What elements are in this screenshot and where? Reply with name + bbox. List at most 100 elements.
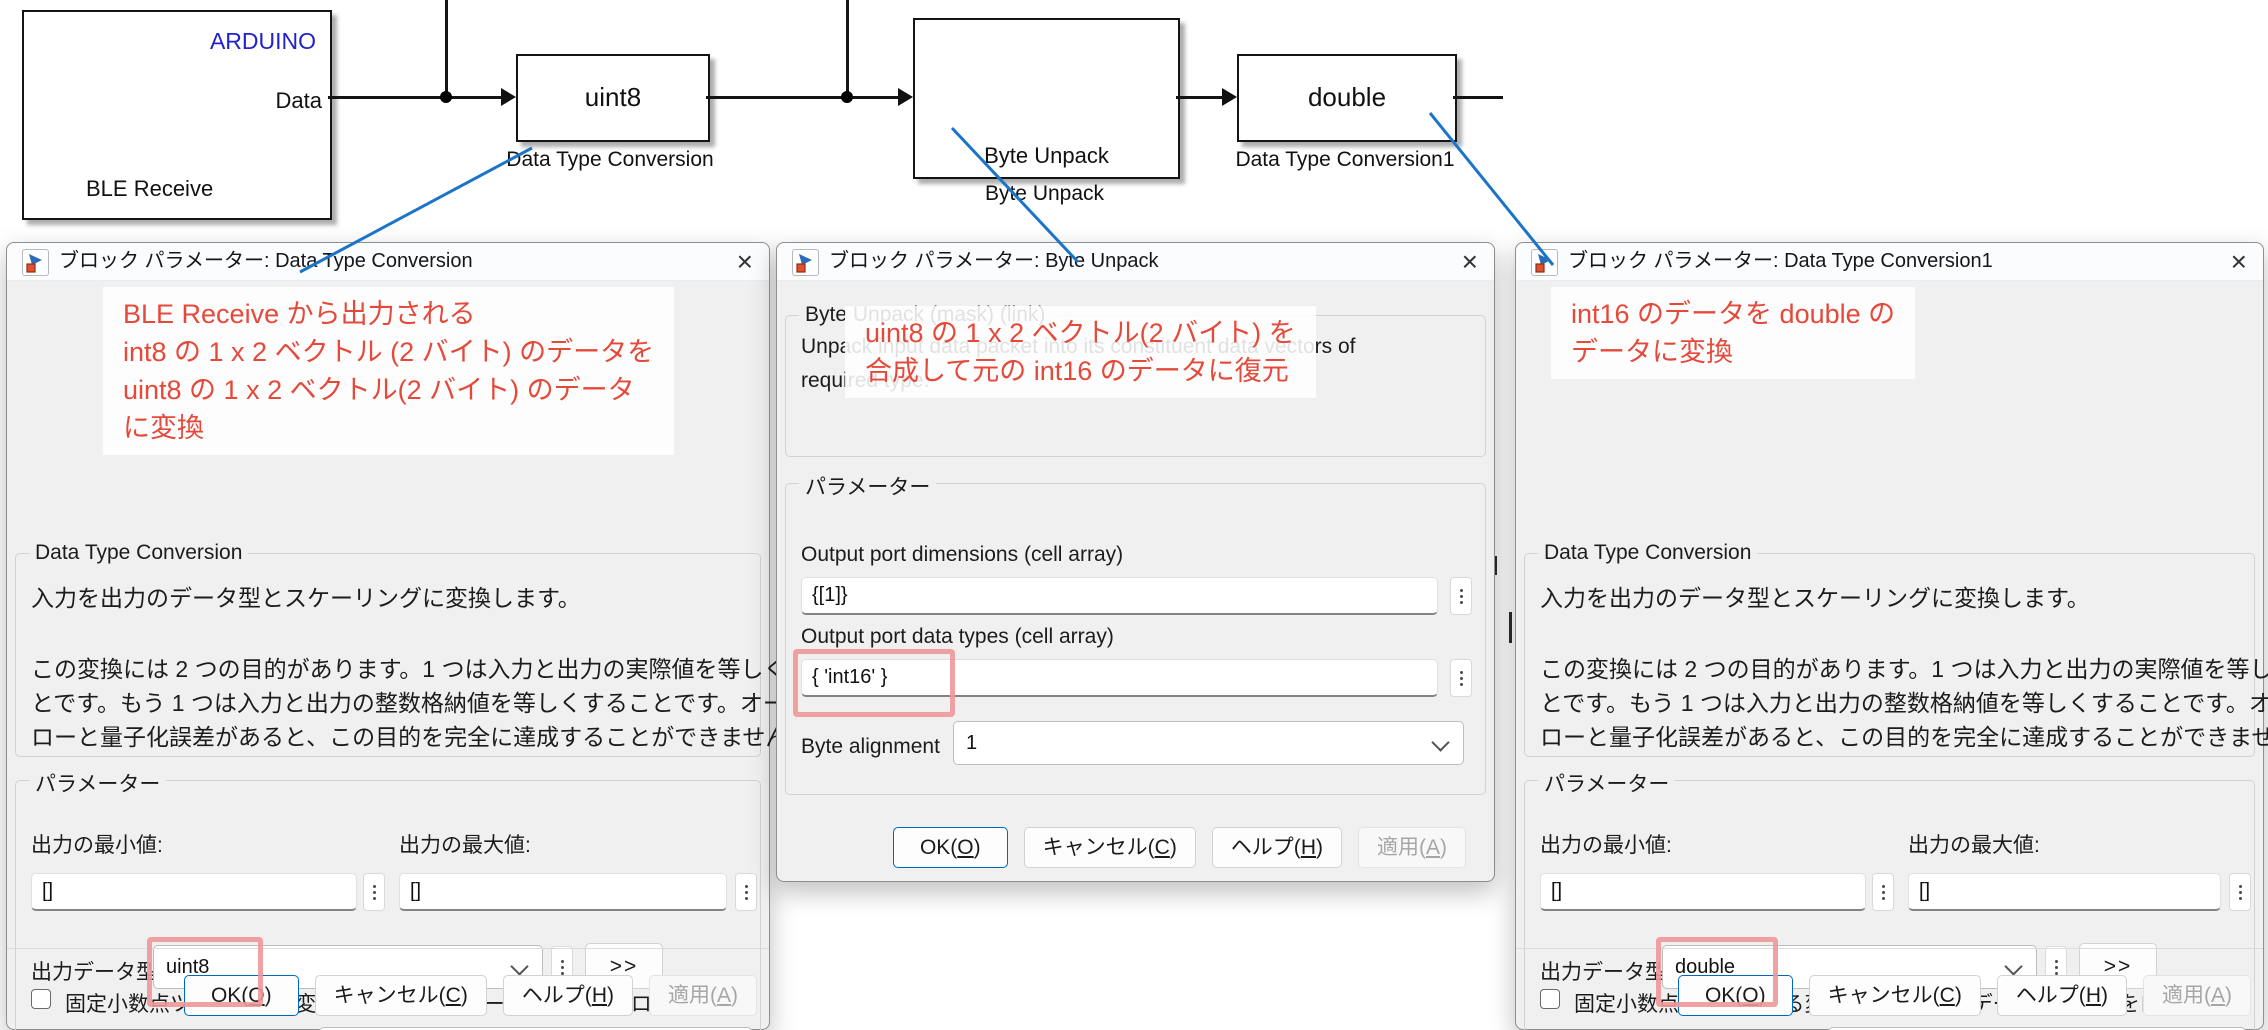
branch-wire-up-1 [445, 0, 448, 97]
intro-text: 入力を出力のデータ型とスケーリングに変換します。 [31, 585, 581, 611]
description-line: この変換には 2 つの目的があります。1 つは入力と出力の実際値を等しくするこ [31, 656, 856, 682]
output-max-input[interactable] [1908, 873, 2221, 911]
wire-junction-dot [440, 91, 452, 103]
ellipsis-button[interactable] [735, 873, 757, 911]
dialog-title: ブロック パラメーター: Byte Unpack [829, 250, 1159, 272]
parameters-group: パラメーター [785, 471, 1486, 795]
output-min-input[interactable] [31, 873, 357, 911]
description-line: この変換には 2 つの目的があります。1 つは入力と出力の実際値を等しくするこ [1540, 656, 2268, 682]
occluded-wire-fragment [1494, 556, 1497, 575]
apply-button[interactable]: 適用(A) [648, 975, 757, 1016]
help-button[interactable]: ヘルプ(H) [502, 975, 633, 1016]
dims-input[interactable] [801, 577, 1438, 615]
section-title: Data Type Conversion [1538, 541, 1758, 565]
output-dtype-label: 出力データ型: [31, 961, 163, 984]
output-min-label: 出力の最小値: [31, 834, 163, 857]
help-button[interactable]: ヘルプ(H) [1211, 827, 1342, 868]
types-highlight-annotation [793, 649, 955, 717]
byte-unpack-label: Byte Unpack [984, 182, 1105, 205]
ble-receive-block[interactable]: ARDUINO Data BLE Receive [22, 10, 332, 220]
parameters-group: パラメーター [1524, 768, 2255, 1030]
wire-junction-dot [841, 91, 853, 103]
parameters-title: パラメーター [29, 768, 167, 798]
arduino-tag: ARDUINO [209, 28, 316, 54]
wire-arrowhead [1222, 88, 1237, 106]
help-button[interactable]: ヘルプ(H) [1996, 975, 2127, 1016]
wire-arrowhead [501, 88, 516, 106]
output-min-label: 出力の最小値: [1540, 834, 1672, 857]
dialog-title: ブロック パラメーター: Data Type Conversion1 [1568, 250, 1993, 272]
annotation-middle: uint8 の 1 x 2 ベクトル(2 バイト) を合成して元の int16 … [845, 306, 1316, 398]
simulink-block-icon [22, 249, 49, 276]
data-type-conversion-block[interactable]: uint8 [516, 54, 710, 142]
ellipsis-button[interactable] [1450, 659, 1472, 697]
ok-button[interactable]: OK(O) [1677, 975, 1793, 1016]
description-line: ローと量子化誤差があると、この目的を完全に達成することができません。 [1540, 724, 2268, 750]
block-type-text: Byte Unpack [984, 143, 1109, 168]
byte-alignment-value: 1 [966, 732, 978, 754]
chevron-down-icon [1431, 733, 1450, 752]
ok-button[interactable]: OK(O) [183, 975, 299, 1016]
data-type-conversion-label: Data Type Conversion [506, 148, 714, 171]
parameters-group: パラメーター [15, 768, 761, 1030]
dtype-highlight-annotation [147, 937, 263, 1007]
lock-dtype-checkbox[interactable] [31, 989, 51, 1009]
data-type-conversion1-block[interactable]: double [1237, 54, 1457, 142]
ellipsis-button[interactable] [1450, 577, 1472, 615]
dtype-highlight-annotation [1656, 937, 1778, 1007]
signal-wire [328, 96, 502, 99]
block-type-text: uint8 [584, 82, 642, 112]
data-type-conversion1-label: Data Type Conversion1 [1235, 148, 1455, 171]
data-port-label: Data [275, 88, 322, 113]
description-line: とです。もう 1 つは入力と出力の整数格納値を等しくすることです。オーバーフ [31, 690, 854, 716]
cancel-button[interactable]: キャンセル(C) [1808, 975, 1981, 1016]
title-bar[interactable]: ブロック パラメーター: Data Type Conversion × [7, 243, 769, 281]
occluded-wire-fragment [1509, 612, 1512, 643]
byte-unpack-block[interactable]: Byte Unpack [913, 18, 1180, 179]
wire-arrowhead [898, 88, 913, 106]
description-line: ローと量子化誤差があると、この目的を完全に達成することができません。 [31, 724, 812, 750]
description-group: Data Type Conversion [1524, 541, 2255, 757]
lock-dtype-checkbox[interactable] [1540, 989, 1560, 1009]
signal-wire [706, 96, 899, 99]
ok-button[interactable]: OK(O) [892, 827, 1008, 868]
ble-receive-label: BLE Receive [86, 176, 214, 201]
byte-alignment-combobox[interactable]: 1 [953, 721, 1464, 765]
chevron-down-icon [510, 957, 529, 976]
output-dtype-value: double [1675, 956, 1736, 978]
dims-label: Output port dimensions (cell array) [801, 543, 1124, 566]
title-bar[interactable]: ブロック パラメーター: Data Type Conversion1 × [1516, 243, 2263, 281]
block-type-text: double [1307, 82, 1387, 112]
apply-button[interactable]: 適用(A) [2142, 975, 2251, 1016]
output-dtype-value: uint8 [166, 956, 210, 978]
output-max-label: 出力の最大値: [399, 834, 531, 857]
signal-wire [1453, 96, 1503, 99]
ellipsis-button[interactable] [1872, 873, 1894, 911]
section-title: Data Type Conversion [29, 541, 249, 565]
branch-wire-up-2 [846, 0, 849, 97]
cancel-button[interactable]: キャンセル(C) [314, 975, 487, 1016]
description-group: Data Type Conversion [15, 541, 761, 757]
simulink-block-icon [1531, 249, 1558, 276]
close-icon[interactable]: × [736, 246, 753, 277]
output-min-input[interactable] [1540, 873, 1866, 911]
apply-button[interactable]: 適用(A) [1357, 827, 1466, 868]
parameters-title: パラメーター [799, 471, 937, 501]
chevron-down-icon [2004, 957, 2023, 976]
signal-wire [1176, 96, 1223, 99]
description-line: とです。もう 1 つは入力と出力の整数格納値を等しくすることです。オーバーフ [1540, 690, 2268, 716]
cancel-button[interactable]: キャンセル(C) [1023, 827, 1196, 868]
close-icon[interactable]: × [2230, 246, 2247, 277]
types-input[interactable] [801, 659, 1438, 697]
dialog-title: ブロック パラメーター: Data Type Conversion [59, 250, 473, 272]
ellipsis-button[interactable] [2229, 873, 2251, 911]
dialog-data-type-conversion1: ブロック パラメーター: Data Type Conversion1 × Dat… [1515, 242, 2268, 1030]
ellipsis-button[interactable] [363, 873, 385, 911]
close-icon[interactable]: × [1461, 246, 1478, 277]
annotation-right: int16 のデータを double のデータに変換 [1551, 287, 1916, 379]
output-max-input[interactable] [399, 873, 727, 911]
title-bar[interactable]: ブロック パラメーター: Byte Unpack × [777, 243, 1494, 281]
byte-alignment-label: Byte alignment [801, 735, 940, 758]
